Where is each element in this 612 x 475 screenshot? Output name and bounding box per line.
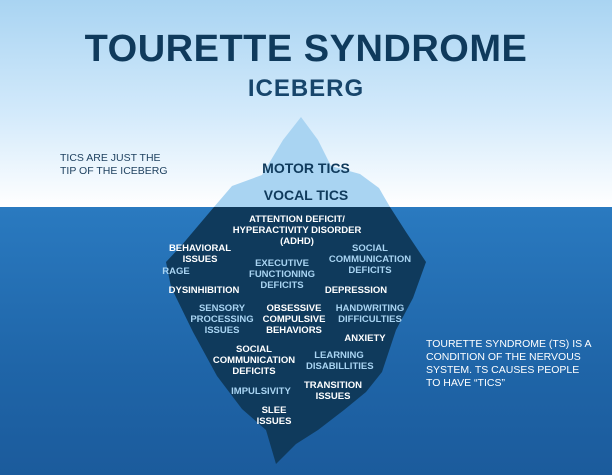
page-title: TOURETTE SYNDROME bbox=[84, 28, 528, 70]
label-adhd: ATTENTION DEFICIT/ HYPERACTIVITY DISORDE… bbox=[232, 214, 362, 247]
label-sensory-processing: SENSORY PROCESSING ISSUES bbox=[190, 303, 254, 336]
label-behavioral-issues: BEHAVIORAL ISSUES bbox=[168, 243, 232, 265]
label-handwriting-difficulties: HANDWRITING DIFFICULTIES bbox=[335, 303, 405, 325]
vocal-tics-label: VOCAL TICS bbox=[263, 187, 349, 203]
label-dysinhibition: DYSINHIBITION bbox=[168, 285, 240, 296]
label-impulsivity: IMPULSIVITY bbox=[231, 386, 291, 397]
label-transition-issues: TRANSITION ISSUES bbox=[303, 380, 363, 402]
page-subtitle: ICEBERG bbox=[247, 75, 365, 102]
label-learning-disabilities: LEARNING DISABILLITIES bbox=[306, 350, 374, 372]
label-ocd: OBSESSIVE COMPULSIVE BEHAVIORS bbox=[262, 303, 326, 336]
label-rage: RAGE bbox=[162, 266, 190, 277]
label-sleep-issues: SLEE ISSUES bbox=[256, 405, 292, 427]
motor-tics-label: MOTOR TICS bbox=[262, 160, 350, 176]
label-executive-functioning: EXECUTIVE FUNCTIONING DEFICITS bbox=[249, 258, 315, 291]
tip-of-iceberg-note: TICS ARE JUST THE TIP OF THE ICEBERG bbox=[60, 152, 168, 177]
label-social-communication-bottom: SOCIAL COMMUNICATION DEFICITS bbox=[212, 344, 296, 377]
iceberg-tip bbox=[214, 117, 390, 207]
label-depression: DEPRESSION bbox=[324, 285, 388, 296]
label-social-communication-top: SOCIAL COMMUNICATION DEFICITS bbox=[328, 243, 412, 276]
iceberg-body bbox=[166, 207, 426, 464]
ts-definition-note: TOURETTE SYNDROME (TS) IS A CONDITION OF… bbox=[426, 338, 591, 389]
label-anxiety: ANXIETY bbox=[344, 333, 386, 344]
